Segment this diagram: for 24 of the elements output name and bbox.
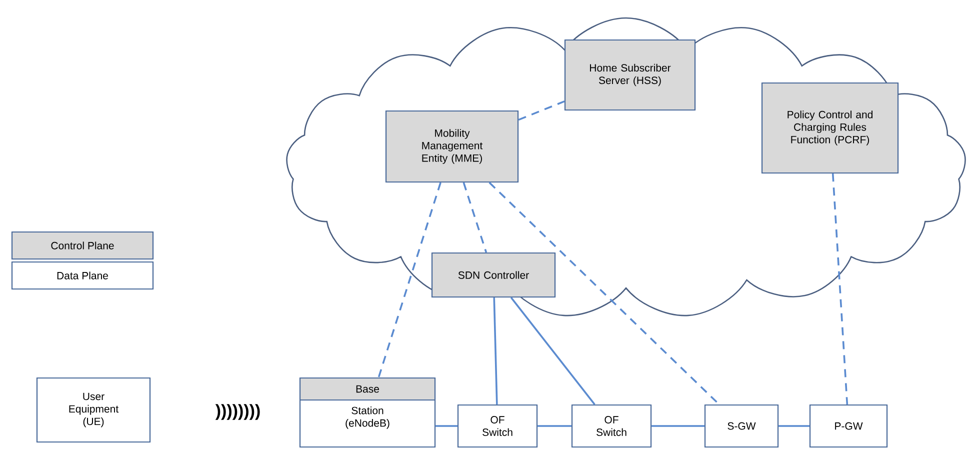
controller-box: SDN Controller xyxy=(431,252,556,298)
legend-item: Control Plane xyxy=(11,231,154,260)
connector-line xyxy=(652,425,704,427)
gateway-box: P-GW xyxy=(809,404,888,448)
gateway-box: S-GW xyxy=(704,404,779,448)
connector-line xyxy=(378,182,442,378)
connector-line xyxy=(832,174,848,405)
connector-line xyxy=(493,298,498,404)
function-box: Policy Control and Charging Rules Function (PCRF) xyxy=(761,82,899,174)
server-box: Home Subscriber Server (HSS) xyxy=(564,39,696,111)
switch-box: OF Switch xyxy=(571,404,652,448)
entity-box: Mobility Management Entity (MME) xyxy=(385,110,519,183)
device-box: User Equipment (UE) xyxy=(36,377,151,443)
base-station-box: Base Station (eNodeB) xyxy=(299,377,436,448)
connector-line xyxy=(518,100,565,121)
connector-line xyxy=(510,297,596,405)
connector-line xyxy=(538,425,572,427)
legend-item: Data Plane xyxy=(11,261,154,290)
signal-waves: )))))))) xyxy=(215,404,260,420)
connector-line xyxy=(778,425,810,427)
connector-line xyxy=(462,182,488,253)
connector-line xyxy=(488,182,720,406)
connector-line xyxy=(436,425,458,427)
switch-box: OF Switch xyxy=(457,404,538,448)
